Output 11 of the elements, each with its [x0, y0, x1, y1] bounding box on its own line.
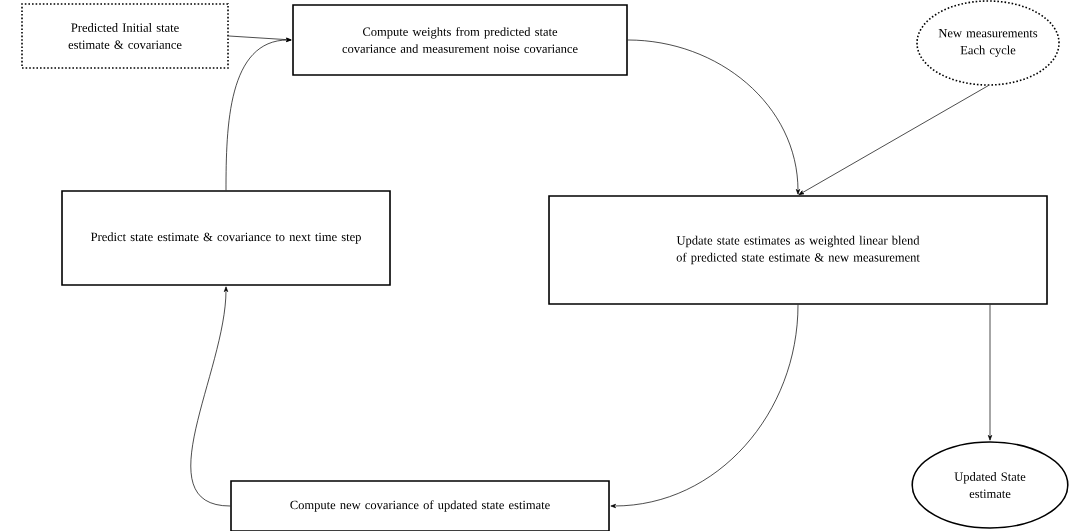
start-box: Predicted Initial state estimate & covariance [21, 3, 229, 69]
arrow [798, 85, 989, 196]
process-box: Compute new covariance of updated state estimate [230, 480, 610, 531]
arrow [610, 304, 799, 509]
arrow [225, 37, 292, 191]
arrow [627, 39, 801, 195]
arrow [987, 304, 993, 441]
process-box: Predict state estimate & covariance to next time step [61, 190, 391, 286]
process-box: Compute weights from predicted state covariance and measurement noise covariance [292, 4, 628, 76]
arrow [190, 286, 231, 507]
process-box: Update state estimates as weighted linear blend of predicted state estimate & new measurement [548, 195, 1048, 305]
